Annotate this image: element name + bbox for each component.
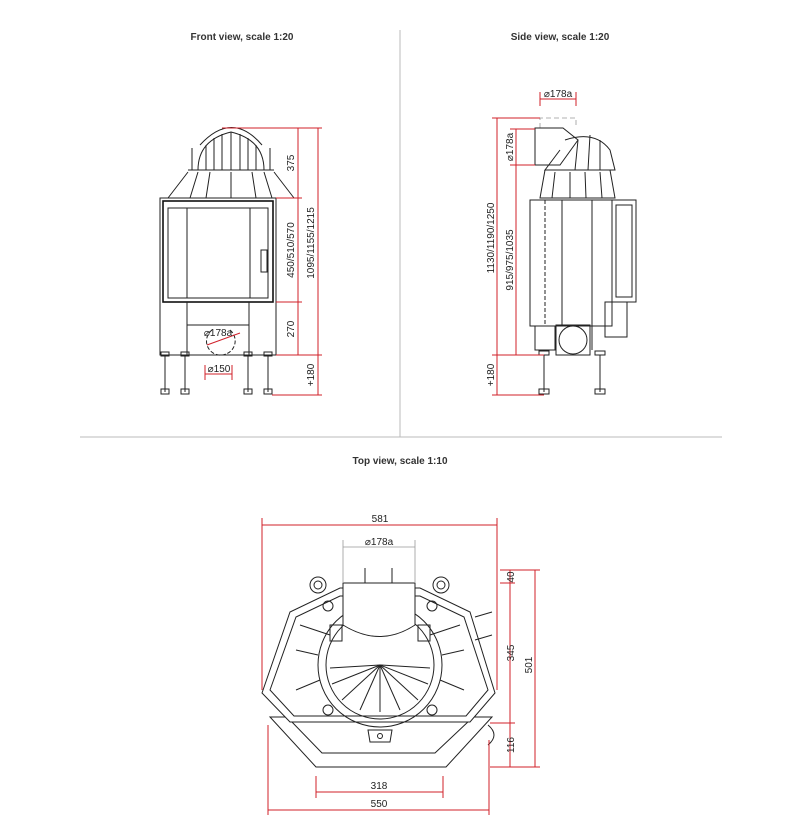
dim-flue-top-diameter: ⌀178a <box>544 89 573 100</box>
dim-base-width: 550 <box>371 799 388 810</box>
dim-side-total-height: 1130/1190/1250 <box>486 202 497 273</box>
top-view: Top view, scale 1:10 <box>261 456 540 815</box>
front-view: Front view, scale 1:20 <box>159 32 322 396</box>
front-view-title: Front view, scale 1:20 <box>190 32 293 43</box>
dim-overall-width: 581 <box>372 514 389 525</box>
dim-overall-depth: 501 <box>524 656 535 673</box>
dim-side-leg-height: +180 <box>486 363 497 386</box>
side-view-title: Side view, scale 1:20 <box>511 32 610 43</box>
dim-door-height: 450/510/570 <box>286 222 297 278</box>
top-fireplace-drawing <box>261 568 496 768</box>
dim-total-height: 1095/1155/1215 <box>306 207 317 279</box>
dim-base-height: 270 <box>286 320 297 337</box>
front-dimensions: 375 450/510/570 270 1095/1155/1215 +180 … <box>204 127 322 396</box>
dim-depth-rear: 116 <box>506 737 517 753</box>
dim-depth-mid: 345 <box>506 644 517 661</box>
side-dimensions: ⌀178a ⌀178a 1130/1190/1250 915/975/1035 … <box>486 89 577 396</box>
dim-inner-width: 318 <box>371 781 388 792</box>
dim-dome-height: 375 <box>286 154 297 171</box>
side-view: Side view, scale 1:20 <box>486 32 637 396</box>
top-view-title: Top view, scale 1:10 <box>352 456 447 467</box>
dim-side-body-height: 915/975/1035 <box>505 229 516 291</box>
dim-flue-diameter: ⌀178a <box>204 328 233 339</box>
side-fireplace-drawing <box>529 117 637 395</box>
dim-outlet-diameter: ⌀150 <box>208 364 231 375</box>
dim-flue-side-diameter: ⌀178a <box>505 132 516 161</box>
dim-depth-front: 40 <box>506 571 517 583</box>
dim-leg-height: +180 <box>306 363 317 386</box>
dim-top-flue-diameter: ⌀178a <box>365 537 394 548</box>
front-fireplace-drawing <box>159 127 295 395</box>
top-dimensions: 581 ⌀178a 40 345 116 501 318 550 <box>261 514 540 815</box>
